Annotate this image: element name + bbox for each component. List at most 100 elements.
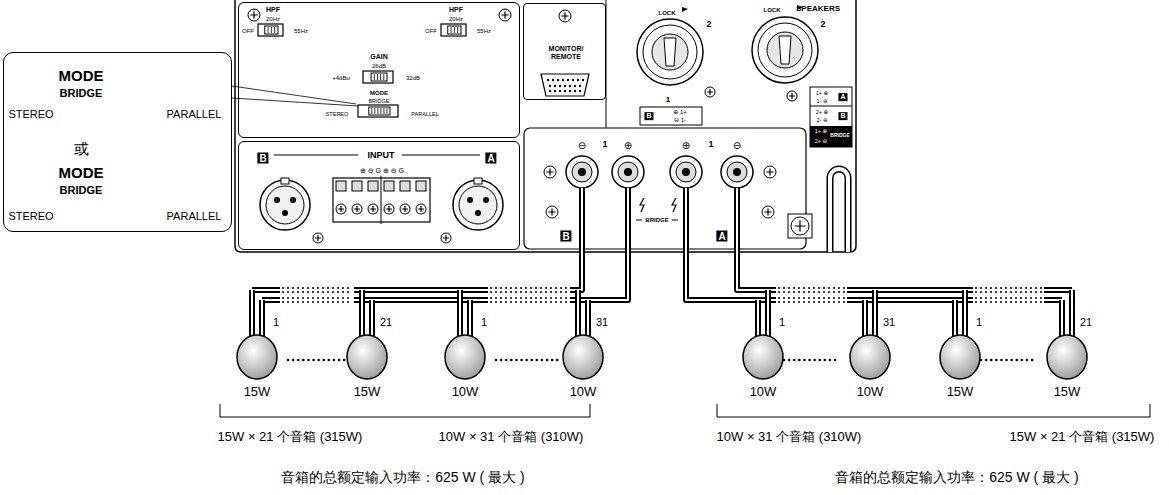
- wire-drop-core: [1061, 300, 1063, 337]
- screw-slot: [561, 12, 568, 19]
- switch-rib: [274, 27, 275, 33]
- wire-bus: [686, 188, 1062, 300]
- speaker-wattage: 10W: [570, 385, 597, 399]
- group-bracket: [717, 404, 1150, 417]
- post-rim: [670, 156, 702, 188]
- switch-rib: [374, 74, 375, 80]
- screw-slot: [418, 206, 424, 212]
- panel-label: OFF: [242, 28, 254, 35]
- wire-drop-core: [261, 300, 263, 337]
- switch-slider: [448, 26, 461, 34]
- switch-rib: [271, 27, 272, 33]
- bus-dotted: [778, 291, 845, 293]
- switch-rib: [386, 108, 387, 114]
- screw-slot: [250, 11, 257, 18]
- wire-drop-core: [757, 300, 759, 337]
- total-power-note: 音箱的总额定输入功率：625 W ( 最大 ): [835, 470, 1078, 485]
- screw-slot: [402, 206, 408, 212]
- bus-gap: [776, 286, 847, 295]
- panel-label: 1- ⊖: [816, 98, 827, 104]
- bus-dotted: [778, 287, 845, 289]
- switch-body: [363, 71, 393, 83]
- panel-label: 1: [666, 96, 670, 105]
- lightning-symbol: [640, 198, 676, 212]
- dsub-pin: [557, 79, 559, 81]
- speaker-wattage: 10W: [452, 385, 479, 399]
- table-rule: [810, 106, 852, 107]
- gain-switch: [363, 71, 393, 83]
- wire-drop-core: [371, 300, 373, 337]
- wire-drop-core: [251, 290, 253, 337]
- speaker-dots: [496, 359, 562, 362]
- panel-label: BRIDGE: [60, 87, 103, 99]
- panel-label: LOCK: [764, 7, 781, 14]
- panel-label: 1: [708, 140, 713, 150]
- speaker: [850, 335, 890, 379]
- panel-label: 2+ ⊕: [816, 109, 828, 115]
- xlr-rim: [260, 180, 310, 230]
- screw-head: [416, 204, 426, 214]
- screw: [762, 206, 774, 218]
- speaker-wattage: 10W: [857, 385, 884, 399]
- bus-gap: [280, 286, 354, 295]
- panel-label: INPUT: [368, 151, 395, 161]
- terminal-divider: [381, 176, 382, 224]
- wire-drop-core: [459, 290, 461, 337]
- screw: [441, 233, 451, 243]
- screw-slot: [386, 206, 392, 212]
- switch-rib: [377, 108, 378, 114]
- bus-gap: [973, 286, 1044, 295]
- wire-drop: [359, 290, 365, 337]
- dsub-pin: [564, 90, 566, 92]
- panel-label: HPF: [266, 6, 280, 14]
- speaker: [237, 335, 277, 379]
- dsub-pin: [579, 90, 581, 92]
- xlr-pin: [274, 197, 280, 203]
- panel-label: B: [644, 112, 653, 120]
- screw-slot: [443, 235, 449, 241]
- speaker-wattage: 15W: [244, 385, 271, 399]
- bus-dotted: [975, 287, 1042, 289]
- post-rim: [721, 156, 753, 188]
- wire-drop: [259, 300, 265, 337]
- dsub-pin: [564, 85, 566, 87]
- screw-head: [499, 9, 511, 21]
- panel-label: BRIDGE: [60, 184, 103, 196]
- group-caption: 15W × 21 个音箱 (315W): [1010, 430, 1155, 444]
- dsub-pin: [567, 79, 569, 81]
- bus-gap: [973, 296, 1044, 305]
- jack-key: [779, 36, 791, 64]
- panel-label: B: [560, 231, 571, 242]
- post-cap: [676, 162, 696, 182]
- jack-key: [664, 38, 676, 66]
- panel-label: ⊖: [733, 140, 741, 151]
- input-rule: [274, 155, 358, 156]
- wire-drop: [457, 290, 463, 337]
- xlr-pin: [282, 210, 288, 216]
- panel-label: 2- ⊖: [816, 117, 827, 123]
- dsub-pin: [574, 85, 576, 87]
- dsub-pin: [582, 79, 584, 81]
- hpf-switch: [441, 24, 466, 36]
- screw-head: [248, 9, 260, 21]
- screw-slot: [354, 206, 360, 212]
- bus-dotted: [490, 297, 568, 299]
- screw: [559, 10, 571, 22]
- jack-ring: [643, 25, 697, 79]
- panel-label: 26dB: [372, 63, 386, 70]
- xlr-jack: [453, 178, 503, 230]
- screw: [764, 166, 776, 178]
- wire-drop: [1069, 290, 1075, 337]
- wire-drop-core: [469, 300, 471, 337]
- total-power-note: 音箱的总额定输入功率：625 W ( 最大 ): [281, 470, 524, 485]
- panel-label: MODE: [59, 68, 104, 85]
- speaker-dots: [784, 359, 839, 362]
- switch-body: [441, 24, 466, 36]
- wire-drop: [467, 300, 473, 337]
- callout-number: 31: [596, 316, 608, 328]
- wire-drop: [249, 290, 255, 337]
- xlr-pin: [290, 197, 296, 203]
- screw: [416, 204, 426, 214]
- panel-label: 2: [706, 20, 711, 30]
